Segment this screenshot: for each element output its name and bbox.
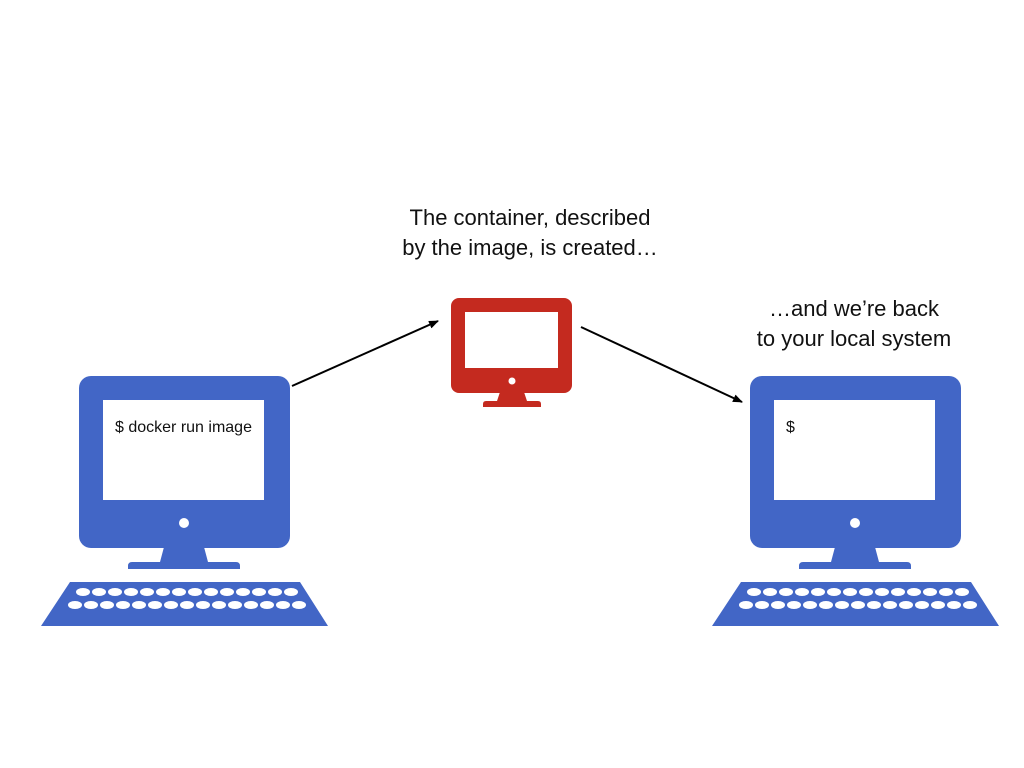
caption-line: The container, described bbox=[409, 205, 651, 230]
container-monitor-icon bbox=[451, 298, 572, 407]
left-keyboard-keys bbox=[68, 588, 306, 609]
arrow-to-container bbox=[291, 320, 439, 387]
back-to-local-caption: …and we’re back to your local system bbox=[704, 294, 1004, 354]
local-computer-right-icon bbox=[712, 376, 999, 626]
right-power-dot bbox=[850, 518, 860, 528]
left-monitor-screen bbox=[103, 400, 264, 500]
container-monitor-stand bbox=[483, 392, 541, 407]
left-monitor-stand bbox=[128, 547, 240, 569]
container-power-dot bbox=[508, 377, 516, 385]
caption-line: to your local system bbox=[756, 326, 952, 351]
right-monitor-stand bbox=[799, 547, 911, 569]
container-created-caption: The container, described by the image, i… bbox=[330, 203, 730, 263]
local-computer-left-icon bbox=[41, 376, 328, 626]
right-monitor-screen bbox=[774, 400, 935, 500]
caption-line: by the image, is created… bbox=[402, 235, 658, 260]
caption-line: …and we’re back bbox=[769, 296, 939, 321]
right-terminal-prompt: $ bbox=[786, 419, 795, 436]
arrow-back-to-local bbox=[580, 326, 743, 403]
left-terminal-command: $ docker run image bbox=[115, 419, 252, 436]
container-monitor-screen bbox=[465, 312, 558, 368]
right-keyboard-keys bbox=[739, 588, 977, 609]
left-power-dot bbox=[179, 518, 189, 528]
